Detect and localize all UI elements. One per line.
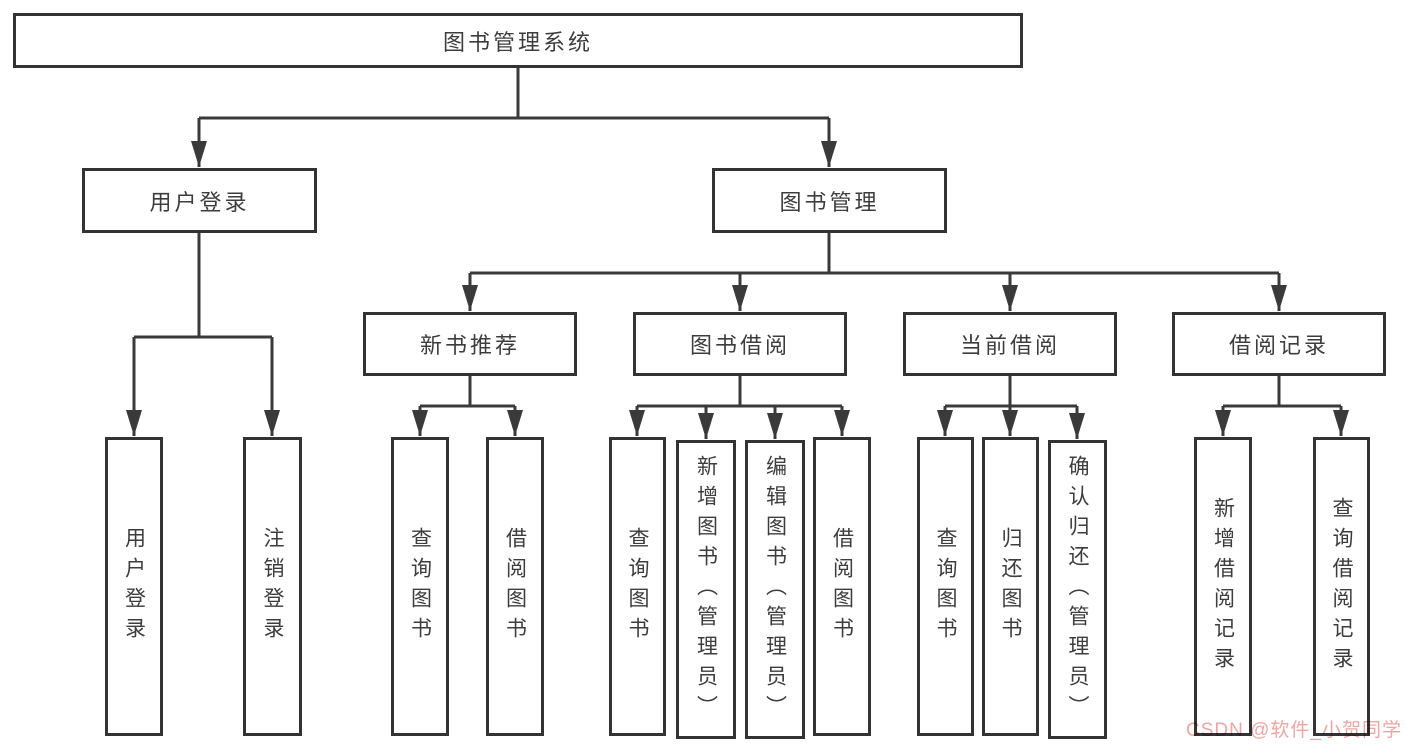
node-label: 图书管理 bbox=[779, 189, 880, 215]
edge-userlogin-trunk bbox=[134, 233, 272, 339]
node-label: 用户登录 bbox=[122, 526, 146, 647]
edge-current-trunk bbox=[945, 376, 1077, 408]
node-label: 确认归还（管理员） bbox=[1066, 454, 1089, 725]
leaf-add-books-admin: 新增图书（管理员） bbox=[676, 440, 736, 739]
leaf-query-books-current: 查询图书 bbox=[917, 437, 974, 736]
node-label: 归还图书 bbox=[999, 526, 1022, 647]
leaf-confirm-return-admin: 确认归还（管理员） bbox=[1048, 440, 1107, 739]
leaf-user-login: 用户登录 bbox=[105, 437, 163, 736]
node-book-borrowing: 图书借阅 bbox=[633, 312, 847, 376]
edge-bookmgmt-trunk bbox=[470, 233, 1279, 275]
leaf-borrow-books-rec: 借阅图书 bbox=[486, 437, 544, 736]
leaf-borrow-books: 借阅图书 bbox=[813, 437, 871, 736]
node-label: 图书借阅 bbox=[689, 333, 790, 358]
leaf-edit-books-admin: 编辑图书（管理员） bbox=[745, 440, 805, 739]
node-label: 借阅记录 bbox=[1228, 333, 1329, 358]
node-label: 新增图书（管理员） bbox=[694, 454, 718, 725]
node-user-login: 用户登录 bbox=[82, 168, 317, 233]
node-label: 注销登录 bbox=[261, 526, 284, 647]
edge-borrow-trunk bbox=[637, 376, 842, 408]
edge-records-trunk bbox=[1223, 376, 1341, 408]
node-label: 借阅图书 bbox=[503, 526, 527, 647]
leaf-query-books-borrow: 查询图书 bbox=[609, 437, 666, 736]
leaf-query-borrow-record: 查询借阅记录 bbox=[1313, 437, 1370, 736]
node-root-library-system: 图书管理系统 bbox=[13, 13, 1023, 68]
leaf-query-books-rec: 查询图书 bbox=[391, 437, 449, 736]
node-label: 查询图书 bbox=[626, 526, 649, 647]
node-label: 新增借阅记录 bbox=[1211, 496, 1235, 677]
node-label: 查询图书 bbox=[408, 526, 432, 647]
node-label: 查询借阅记录 bbox=[1330, 496, 1353, 677]
edge-newrec-trunk bbox=[420, 376, 515, 408]
node-label: 用户登录 bbox=[149, 189, 250, 215]
node-label: 借阅图书 bbox=[830, 526, 854, 647]
leaf-add-borrow-record: 新增借阅记录 bbox=[1194, 437, 1252, 736]
node-label: 新书推荐 bbox=[419, 333, 520, 358]
node-borrowing-records: 借阅记录 bbox=[1172, 312, 1386, 376]
leaf-logout: 注销登录 bbox=[243, 437, 302, 736]
node-current-borrowing: 当前借阅 bbox=[903, 312, 1117, 376]
node-book-management: 图书管理 bbox=[712, 168, 947, 233]
node-label: 查询图书 bbox=[934, 526, 957, 647]
leaf-return-books: 归还图书 bbox=[982, 437, 1039, 736]
node-new-book-recommend: 新书推荐 bbox=[363, 312, 577, 376]
node-label: 图书管理系统 bbox=[442, 29, 593, 55]
node-label: 当前借阅 bbox=[959, 333, 1060, 358]
edge-root-trunk bbox=[199, 68, 829, 120]
node-label: 编辑图书（管理员） bbox=[763, 454, 787, 725]
